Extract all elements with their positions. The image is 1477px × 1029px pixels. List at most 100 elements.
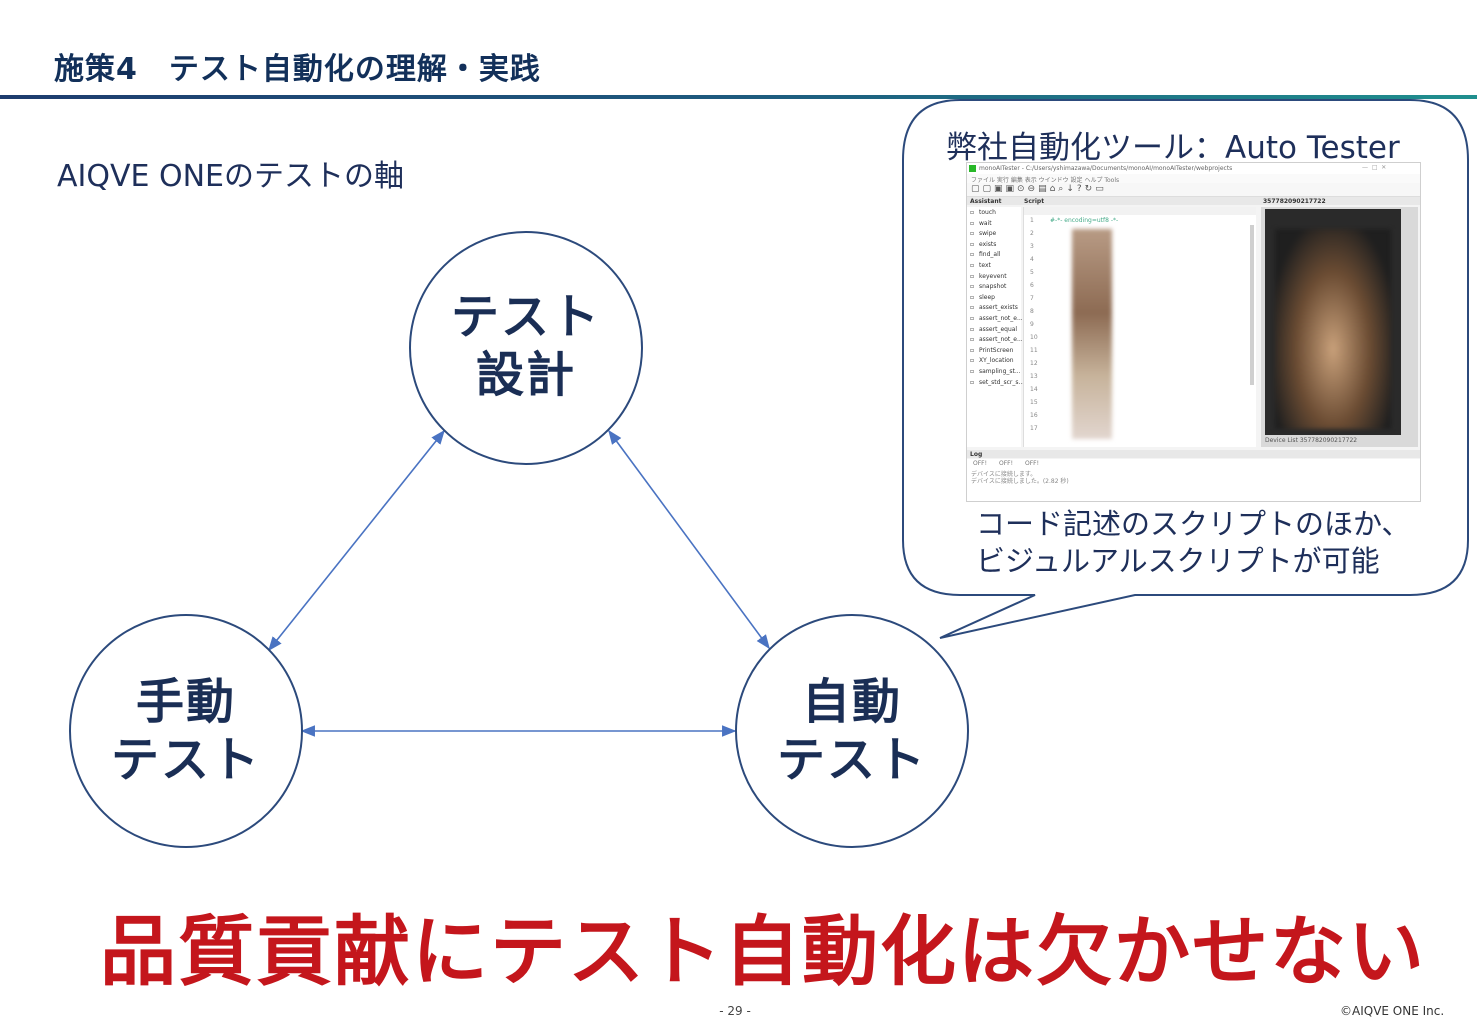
auto-tester-screenshot: monoAITester - C:/Users/yshimazawa/Docum… <box>966 162 1421 502</box>
assistant-item[interactable]: snapshot <box>979 283 1007 291</box>
assistant-item-icon: ▫ <box>970 251 975 259</box>
node-design-line2: 設計 <box>475 347 576 403</box>
log-filter-3[interactable]: OFF! <box>1025 460 1040 467</box>
menu-items: ファイル 実行 編集 表示 ウインドウ 設定 ヘルプ Tools <box>971 177 1120 184</box>
assistant-item[interactable]: assert_not_e... <box>979 315 1023 322</box>
assistant-item-icon: ▫ <box>970 325 975 333</box>
node-design-line1: テスト <box>450 289 601 345</box>
arrow-design-auto <box>608 429 770 650</box>
node-auto-line1: 自動 <box>801 674 902 730</box>
log-filter-2[interactable]: OFF! <box>999 460 1014 467</box>
line-number: 3 <box>1030 243 1034 250</box>
copyright: ©AIQVE ONE Inc. <box>1340 1004 1445 1018</box>
assistant-item[interactable]: touch <box>979 209 996 216</box>
line-number: 13 <box>1030 373 1038 380</box>
line-number: 10 <box>1030 334 1038 341</box>
log-line-1: デバイスに接続します。 <box>971 471 1037 478</box>
line-number: 15 <box>1030 399 1038 406</box>
node-circle-auto <box>735 614 969 848</box>
assistant-item[interactable]: PrintScreen <box>979 346 1014 354</box>
line-number: 12 <box>1030 360 1038 367</box>
assistant-panel: touch ▫ wait ▫ swipe ▫ exists ▫ find_all ▫ text ▫ ke… <box>967 207 1025 447</box>
slide-subtitle: AIQVE ONEのテストの軸 <box>57 159 405 194</box>
assistant-item-icon: ▫ <box>970 357 975 365</box>
callout-caption-line2: ビジュルアルスクリプトが可能 <box>976 544 1380 578</box>
script-tab-bar <box>1024 207 1256 215</box>
page-number: - 29 - <box>719 1004 751 1018</box>
blurred-device-image <box>1275 229 1391 429</box>
line-number: 1 <box>1030 217 1034 224</box>
line-number: 16 <box>1030 412 1038 419</box>
node-auto: 自動 テスト <box>762 673 942 789</box>
callout-caption: コード記述のスクリプトのほか、 ビジュルアルスクリプトが可能 <box>976 506 1410 580</box>
assistant-item-icon: ▫ <box>970 272 975 280</box>
assistant-item[interactable]: exists <box>979 240 997 248</box>
log-filter-1[interactable]: OFF! <box>973 460 988 467</box>
assistant-item[interactable]: set_std_scr_s... <box>979 378 1025 386</box>
device-panel: Device List 357782090217722 <box>1261 207 1418 447</box>
assistant-item[interactable]: sampling_st... <box>979 368 1021 375</box>
node-circle-design <box>409 231 643 465</box>
assistant-item-icon: ▫ <box>970 293 975 301</box>
assistant-item[interactable]: find_all <box>979 251 1001 259</box>
assistant-item-icon: ▫ <box>970 378 975 386</box>
line-number: 11 <box>1030 347 1038 354</box>
assistant-item[interactable]: assert_exists <box>979 304 1018 312</box>
toolbar: ▢▢▣▣⊙⊖▤⌂⌕↓?↻▭ <box>967 183 1420 197</box>
line-number: 5 <box>1030 269 1034 276</box>
line-number: 9 <box>1030 321 1034 328</box>
script-header: Script <box>1024 198 1045 205</box>
node-auto-line2: テスト <box>776 732 927 788</box>
assistant-item[interactable]: swipe <box>979 230 997 238</box>
log-line-2: デバイスに接続しました。(2.82 秒) <box>971 478 1069 485</box>
line-number: 2 <box>1030 230 1034 237</box>
log-panel: OFF! OFF! OFF! デバイスに接続します。 デバイスに接続しました。(… <box>967 459 1420 501</box>
conclusion-message: 品質貢献にテスト自動化は欠かせない <box>100 907 1426 996</box>
assistant-item[interactable]: wait <box>979 219 992 227</box>
assistant-item-icon: ▫ <box>970 230 975 238</box>
line-number: 17 <box>1030 425 1038 432</box>
slide-title: 施策4 テスト自動化の理解・実践 <box>54 52 541 87</box>
node-manual-line2: テスト <box>110 732 261 788</box>
line-number: 4 <box>1030 256 1034 263</box>
line-number: 7 <box>1030 295 1034 302</box>
assistant-item-icon: ▫ <box>970 283 975 291</box>
assistant-item-icon: ▫ <box>970 209 975 216</box>
line-number: 6 <box>1030 282 1034 289</box>
assistant-item[interactable]: text <box>979 262 991 269</box>
arrow-design-manual <box>268 429 445 652</box>
title-underline <box>0 95 1477 99</box>
panel-header-bar: Assistant Script 357782090217722 <box>967 197 1420 205</box>
assistant-item-icon: ▫ <box>970 240 975 248</box>
log-header: Log <box>970 451 983 458</box>
node-design: テスト 設計 <box>436 288 616 404</box>
blurred-visual-script <box>1072 229 1112 439</box>
code-comment: #-*- encoding=utf8 -*- <box>1050 217 1119 224</box>
assistant-item-icon: ▫ <box>970 315 975 322</box>
script-scrollbar[interactable] <box>1250 225 1254 385</box>
assistant-item[interactable]: keyevent <box>979 272 1007 280</box>
app-icon <box>969 165 976 172</box>
window-title: monoAITester - C:/Users/yshimazawa/Docum… <box>979 165 1233 172</box>
assistant-header: Assistant <box>970 198 1002 205</box>
assistant-item-icon: ▫ <box>970 336 975 344</box>
line-number: 8 <box>1030 308 1034 315</box>
assistant-item-icon: ▫ <box>970 219 975 227</box>
window-controls-icon: — □ ✕ <box>1362 164 1387 171</box>
line-number: 14 <box>1030 386 1038 393</box>
log-header-bar: Log <box>967 450 1420 458</box>
device-list-footer: Device List 357782090217722 <box>1265 437 1358 444</box>
assistant-item[interactable]: assert_equal <box>979 325 1018 333</box>
window-titlebar: monoAITester - C:/Users/yshimazawa/Docum… <box>967 163 1420 174</box>
menu-bar: ファイル 実行 編集 表示 ウインドウ 設定 ヘルプ Tools <box>967 174 1420 184</box>
node-manual: 手動 テスト <box>96 673 276 789</box>
assistant-item[interactable]: sleep <box>979 293 995 301</box>
assistant-item[interactable]: XY_location <box>979 357 1014 365</box>
device-header: 357782090217722 <box>1263 198 1326 205</box>
callout-caption-line1: コード記述のスクリプトのほか、 <box>976 507 1411 541</box>
assistant-item[interactable]: assert_not_e... <box>979 336 1023 344</box>
assistant-item-icon: ▫ <box>970 346 975 354</box>
node-manual-line1: 手動 <box>135 674 236 730</box>
